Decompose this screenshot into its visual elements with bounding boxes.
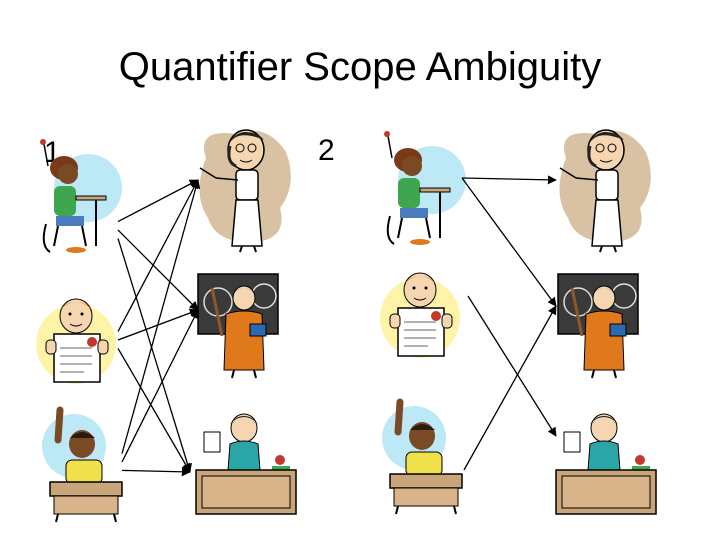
panel-2-label: 2 (318, 134, 335, 167)
mapping-arrows (117, 175, 557, 477)
arrow-student-1-to-teacher-1 (117, 179, 199, 223)
student-girl-at-desk (383, 130, 467, 246)
arrow-student-1-to-teacher-2 (461, 177, 557, 307)
student-raising-hand (42, 410, 122, 522)
teacher-with-pointer (557, 128, 653, 254)
teacher-with-pointer (197, 128, 293, 254)
teacher-at-chalkboard (556, 272, 640, 380)
arrow-student-1-to-teacher-3 (117, 238, 192, 473)
student-girl-at-desk (39, 138, 123, 254)
student-boy-with-paper (35, 298, 117, 385)
arrow-student-1-to-teacher-2 (117, 229, 199, 311)
arrow-student-1-to-teacher-1 (461, 175, 557, 185)
teacher-at-chalkboard (196, 272, 280, 380)
arrow-student-3-to-teacher-2 (121, 309, 199, 463)
arrow-student-2-to-teacher-3 (117, 348, 191, 473)
student-raising-hand (382, 402, 462, 514)
arrow-student-2-to-teacher-3 (467, 295, 557, 437)
teacher-behind-desk (555, 413, 657, 515)
teacher-behind-desk (195, 413, 297, 515)
arrow-student-3-to-teacher-3 (121, 467, 191, 477)
arrow-student-2-to-teacher-1 (117, 179, 199, 332)
slide-title: Quantifier Scope Ambiguity (118, 45, 602, 89)
student-boy-with-paper (379, 272, 461, 359)
arrow-student-3-to-teacher-2 (463, 305, 557, 471)
arrow-student-3-to-teacher-1 (121, 179, 201, 454)
